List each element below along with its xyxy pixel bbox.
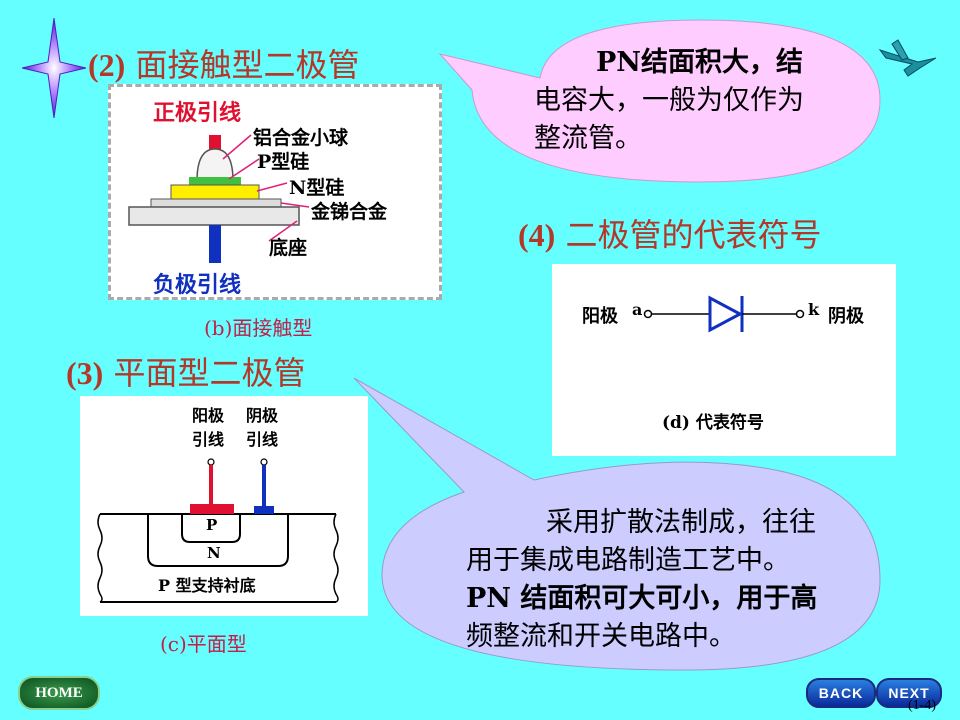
label-anode-lead: 正极引线 <box>153 100 242 126</box>
bubble-1-text: PN结面积大，结 电容大，一般为仅作为 整流管。 <box>534 44 894 158</box>
label-p-silicon: P型硅 <box>257 151 310 173</box>
figure-c-caption: (c)平面型 <box>160 632 247 656</box>
figure-c-panel: 阳极 引线 阴极 引线 P N P 型支持衬底 <box>80 396 368 616</box>
anode-lead-label-bottom: 引线 <box>192 430 225 449</box>
airplane-icon <box>878 39 937 77</box>
cathode-lead-label-bottom: 引线 <box>246 430 279 449</box>
cathode-terminal <box>795 309 805 319</box>
home-button[interactable]: HOME <box>18 676 100 710</box>
p-region-label: P <box>206 516 218 534</box>
bubble-2-line-2: 用于集成电路制造工艺中。 <box>466 545 790 576</box>
aluminium-ball <box>196 148 234 182</box>
anode-contact <box>190 504 234 514</box>
figure-d-caption-number: (d) <box>662 413 690 433</box>
p-silicon <box>189 177 241 185</box>
cathode-lead-label: 阴极 引线 <box>246 404 278 452</box>
cathode-lead <box>209 225 221 263</box>
label-aluminium-ball: 铝合金小球 <box>253 127 349 149</box>
bubble-1-line-1: PN结面积大，结 <box>596 47 803 78</box>
n-region <box>147 514 289 567</box>
star-icon <box>22 18 86 118</box>
label-cathode-lead: 负极引线 <box>153 272 242 298</box>
substrate-label: P 型支持衬底 <box>158 576 256 595</box>
label-alloy: 金锑合金 <box>311 201 388 223</box>
bubble-1-line-3: 整流管。 <box>534 123 642 154</box>
p-region <box>181 514 241 543</box>
page-number: (1-4) <box>908 698 936 713</box>
bubble-2-line-4: 频整流和开关电路中。 <box>466 621 736 652</box>
label-base: 底座 <box>269 237 308 259</box>
cathode-lead-label-top: 阴极 <box>246 406 279 425</box>
cathode-label: 阴极 <box>828 306 864 327</box>
figure-d-caption-text: 代表符号 <box>695 413 764 433</box>
n-silicon <box>170 184 260 200</box>
label-n-silicon: N型硅 <box>289 177 345 199</box>
anode-lead-label-top: 阳极 <box>192 406 225 425</box>
figure-d-caption: (d) 代表符号 <box>662 408 764 433</box>
section-4-number: (4) <box>518 217 556 253</box>
section-4-title: (4) 二极管的代表符号 <box>518 210 822 256</box>
callout-bubble-2 <box>353 377 881 671</box>
figure-c-diagram <box>97 458 339 603</box>
cathode-lead-terminal <box>260 458 268 466</box>
section-3-text: 平面型二极管 <box>113 354 306 392</box>
n-region-label: N <box>207 544 221 562</box>
figure-b-caption: (b)面接触型 <box>204 316 313 340</box>
anode-lead-terminal <box>207 458 215 466</box>
gold-antimony-alloy <box>150 198 282 208</box>
section-2-text: 面接触型二极管 <box>135 46 360 84</box>
bubble-1-line-2: 电容大，一般为仅作为 <box>534 85 804 116</box>
anode-label: 阳极 <box>582 306 618 327</box>
cathode-contact <box>254 506 274 514</box>
section-2-title: (2) 面接触型二极管 <box>88 40 360 86</box>
diode-symbol <box>643 295 805 333</box>
section-3-title: (3) 平面型二极管 <box>66 348 306 394</box>
anode-letter: a <box>632 300 643 319</box>
next-button[interactable]: NEXT <box>876 678 942 708</box>
section-4-text: 二极管的代表符号 <box>565 216 822 254</box>
diode-base <box>128 206 300 226</box>
diode-triangle <box>708 295 744 333</box>
section-3-number: (3) <box>66 355 104 391</box>
cathode-letter: k <box>808 300 820 319</box>
section-2-number: (2) <box>88 47 126 83</box>
back-button[interactable]: BACK <box>806 678 876 708</box>
bubble-2-line-3: PN 结面积可大可小，用于高 <box>466 583 818 614</box>
bubble-2-line-1: 采用扩散法制成，往往 <box>546 507 816 538</box>
figure-b-diagram <box>128 134 310 263</box>
callout-bubble-1 <box>438 19 881 183</box>
bubble-2-text: 采用扩散法制成，往往 用于集成电路制造工艺中。 PN 结面积可大可小，用于高 频… <box>466 504 886 656</box>
anode-lead-label: 阳极 引线 <box>192 404 224 452</box>
figure-d-panel: 阳极 a k 阴极 (d) 代表符号 <box>552 264 896 456</box>
figure-b-panel: 正极引线 铝合金小球 P型硅 N型硅 金锑合金 底座 负极引线 <box>108 84 442 300</box>
anode-terminal <box>643 309 653 319</box>
